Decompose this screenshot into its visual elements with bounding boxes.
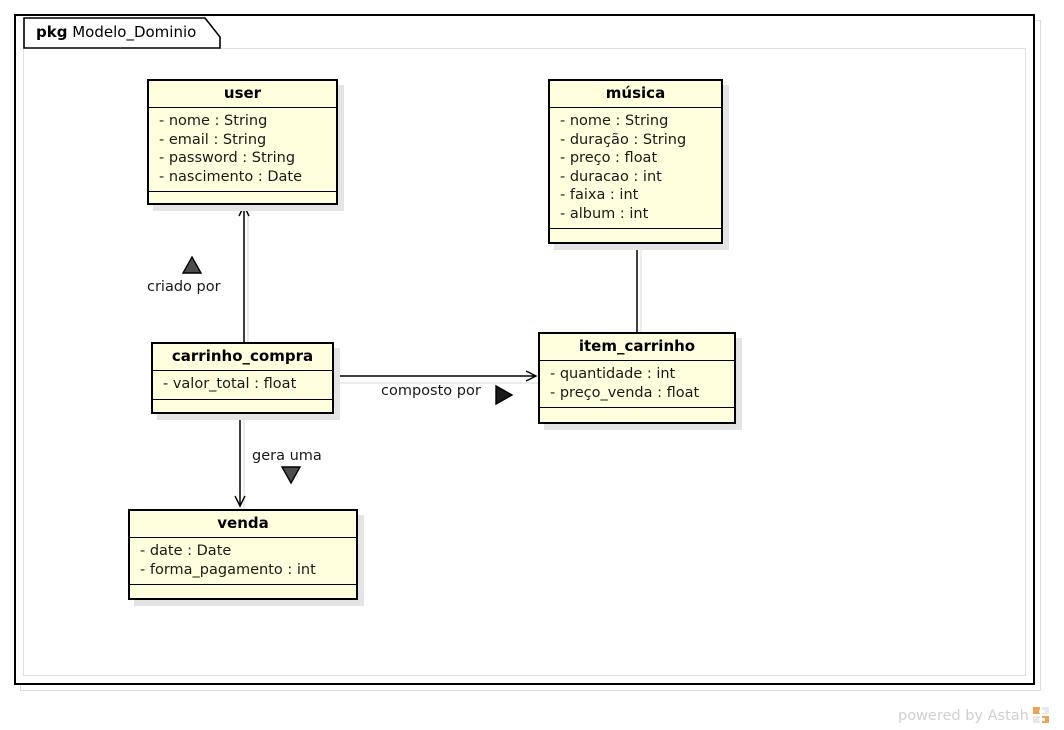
class-operations-user <box>149 192 336 203</box>
class-attributes-musica: - nome : String - duração : String - pre… <box>550 108 721 229</box>
relationship-label-composto-por-text: composto por <box>381 383 481 399</box>
class-operations-venda <box>130 585 356 598</box>
navigation-triangle-right-icon <box>495 384 514 406</box>
attribute-row: - date : Date <box>140 543 232 559</box>
attribute-row: - duração : String <box>560 131 687 148</box>
relationship-label-criado-por-text: criado por <box>147 279 221 295</box>
watermark: powered by Astah <box>898 706 1052 726</box>
attribute-row: - faixa : int <box>560 187 639 203</box>
class-box-carrinho-compra[interactable]: carrinho_compra - valor_total : float <box>151 342 340 420</box>
class-name-venda: venda <box>130 511 356 538</box>
relationship-label-composto-por: composto por <box>381 383 514 406</box>
package-name: Modelo_Dominio <box>72 23 197 41</box>
attribute-row: - email : String <box>159 131 267 148</box>
relationship-label-gera-uma-text: gera uma <box>252 448 322 464</box>
attribute-row: - nascimento : Date <box>159 168 303 185</box>
attribute-row: - forma_pagamento : int <box>140 561 316 578</box>
attribute-row: - password : String <box>159 150 296 166</box>
class-box-musica[interactable]: música - nome : String - duração : Strin… <box>548 79 729 250</box>
astah-logo-icon <box>1032 707 1049 723</box>
class-name-musica: música <box>550 81 721 108</box>
class-box-body: carrinho_compra - valor_total : float <box>151 342 334 414</box>
class-name-item-carrinho: item_carrinho <box>540 334 734 361</box>
package-tab[interactable]: pkg Modelo_Dominio <box>23 17 221 49</box>
class-box-venda[interactable]: venda - date : Date - forma_pagamento : … <box>128 509 364 606</box>
class-operations-carrinho-compra <box>153 400 332 413</box>
attribute-row: - preço : float <box>560 150 658 166</box>
navigation-triangle-up-icon <box>181 255 203 274</box>
attribute-row: - preço_venda : float <box>550 384 700 401</box>
package-label: pkg Modelo_Dominio <box>36 23 196 41</box>
class-operations-item-carrinho <box>540 408 734 422</box>
package-keyword: pkg <box>36 23 68 41</box>
relationship-label-gera-uma: gera uma <box>252 448 322 485</box>
relationship-label-criado-por: criado por <box>147 255 221 295</box>
watermark-text: powered by Astah <box>898 708 1029 724</box>
attribute-row: - nome : String <box>159 113 268 129</box>
class-box-body: item_carrinho - quantidade : int - preço… <box>538 332 736 424</box>
class-box-body: user - nome : String - email : String - … <box>147 79 338 205</box>
class-attributes-carrinho-compra: - valor_total : float <box>153 371 332 400</box>
class-name-user: user <box>149 81 336 108</box>
class-box-body: venda - date : Date - forma_pagamento : … <box>128 509 358 600</box>
attribute-row: - quantidade : int <box>550 366 676 382</box>
attribute-row: - valor_total : float <box>163 376 297 392</box>
class-operations-musica <box>550 229 721 242</box>
class-box-body: música - nome : String - duração : Strin… <box>548 79 723 244</box>
navigation-triangle-down-icon <box>280 466 302 485</box>
package-tab-shape <box>23 17 221 49</box>
attribute-row: - duracao : int <box>560 168 662 185</box>
class-attributes-user: - nome : String - email : String - passw… <box>149 108 336 192</box>
package-frame-inner-rule <box>23 48 1026 676</box>
class-box-item-carrinho[interactable]: item_carrinho - quantidade : int - preço… <box>538 332 742 430</box>
attribute-row: - album : int <box>560 205 649 222</box>
attribute-row: - nome : String <box>560 113 669 129</box>
class-attributes-item-carrinho: - quantidade : int - preço_venda : float <box>540 361 734 408</box>
class-name-carrinho-compra: carrinho_compra <box>153 344 332 371</box>
package-frame-inner-top-rule <box>220 48 1026 49</box>
class-attributes-venda: - date : Date - forma_pagamento : int <box>130 538 356 585</box>
class-box-user[interactable]: user - nome : String - email : String - … <box>147 79 344 211</box>
